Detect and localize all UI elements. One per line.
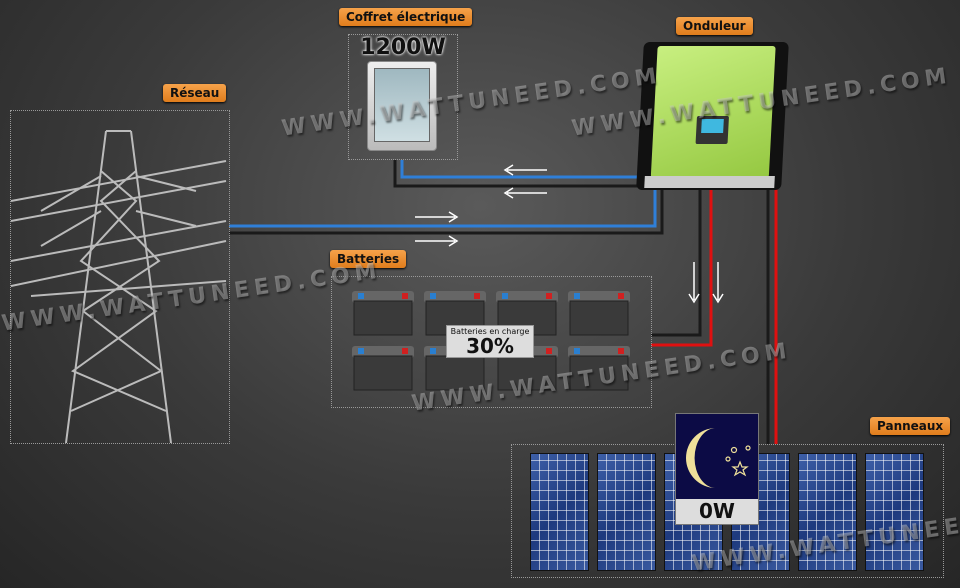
electrical-cabinet-icon: [367, 61, 437, 151]
arrow-right-icon: [415, 235, 459, 247]
arrow-down-icon: [712, 262, 724, 304]
grid-box: [10, 110, 230, 444]
batteries-box[interactable]: [331, 276, 652, 408]
wire-battery-black: [651, 188, 702, 337]
solar-panel: [798, 453, 857, 571]
panel-box-power: 1200W: [360, 35, 446, 60]
solar-panel: [597, 453, 656, 571]
battery-status: Batteries en charge 30%: [446, 325, 534, 358]
inverter-label: Onduleur: [676, 17, 753, 35]
battery-icon: [566, 342, 632, 392]
wire-grid-blue: [229, 180, 657, 228]
arrow-down-icon: [688, 262, 700, 304]
arrow-right-icon: [415, 211, 459, 223]
wire-battery-red: [651, 188, 713, 347]
wire-coffret-black: [393, 160, 664, 188]
solar-panel: [530, 453, 589, 571]
panel-box-label: Coffret électrique: [339, 8, 473, 26]
solar-power-value: 0W: [676, 499, 758, 524]
battery-icon: [566, 287, 632, 337]
arrow-left-icon: [503, 187, 547, 199]
power-tower-icon: [10, 130, 227, 444]
battery-icon: [350, 287, 416, 337]
battery-status-label: Batteries en charge: [450, 327, 530, 336]
grid-label: Réseau: [163, 84, 227, 102]
arrow-left-icon: [503, 164, 547, 176]
wire-grid-black: [229, 186, 664, 235]
battery-charge-value: 30%: [466, 334, 514, 358]
panel-box[interactable]: 1200W: [348, 34, 458, 160]
panels-label: Panneaux: [870, 417, 951, 435]
solar-status: 0W: [675, 413, 759, 525]
moon-stars-icon: [676, 414, 758, 499]
battery-icon: [350, 342, 416, 392]
inverter[interactable]: [636, 42, 789, 190]
batteries-label: Batteries: [330, 250, 407, 268]
inverter-display: [695, 116, 729, 144]
solar-panel: [865, 453, 924, 571]
flow-arrows: [415, 164, 724, 304]
wire-coffret-blue: [400, 160, 655, 179]
